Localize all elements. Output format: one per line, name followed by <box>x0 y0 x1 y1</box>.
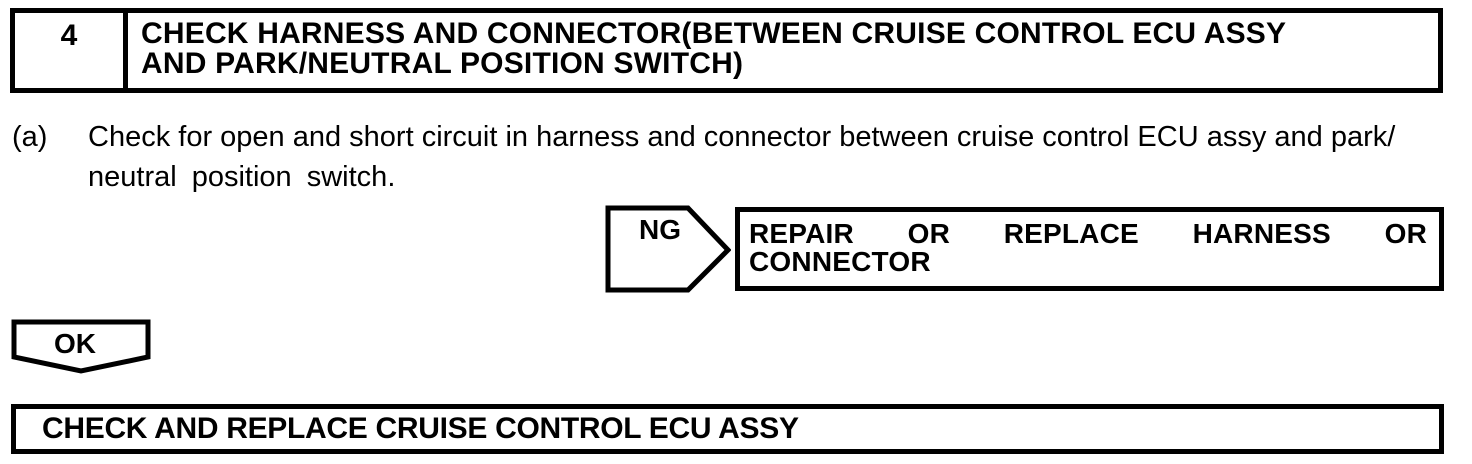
ng-action-line-1: REPAIR OR REPLACE HARNESS OR <box>749 218 1427 249</box>
step-number: 4 <box>15 13 128 88</box>
ng-action-box: REPAIR OR REPLACE HARNESS OR CONNECTOR <box>735 207 1444 291</box>
step-number-value: 4 <box>60 19 78 52</box>
ng-pentagon-outline <box>605 205 731 293</box>
ok-action-box: CHECK AND REPLACE CRUISE CONTROL ECU ASS… <box>11 404 1444 454</box>
step-header-box: 4 CHECK HARNESS AND CONNECTOR(BETWEEN CR… <box>10 8 1443 93</box>
ok-label: OK <box>54 328 96 359</box>
ng-decision-shape: NG <box>605 205 731 293</box>
instruction-item-label: (a) <box>12 121 48 153</box>
ok-connector-shape: OK <box>11 319 151 374</box>
instruction-paragraph: (a) Check for open and short circuit in … <box>12 117 1395 197</box>
ok-action-text: CHECK AND REPLACE CRUISE CONTROL ECU ASS… <box>42 412 799 445</box>
step-title: CHECK HARNESS AND CONNECTOR(BETWEEN CRUI… <box>128 13 1438 88</box>
step-title-line-2: AND PARK/NEUTRAL POSITION SWITCH) <box>141 47 744 80</box>
step-title-line-1: CHECK HARNESS AND CONNECTOR(BETWEEN CRUI… <box>141 17 1287 50</box>
ok-pentagon-outline <box>11 319 151 374</box>
instruction-line-2: neutral position switch. <box>88 161 396 193</box>
ng-label: NG <box>639 214 681 245</box>
ng-action-line-2: CONNECTOR <box>749 246 931 277</box>
instruction-body: Check for open and short circuit in harn… <box>88 117 1395 197</box>
instruction-line-1: Check for open and short circuit in harn… <box>88 121 1396 153</box>
